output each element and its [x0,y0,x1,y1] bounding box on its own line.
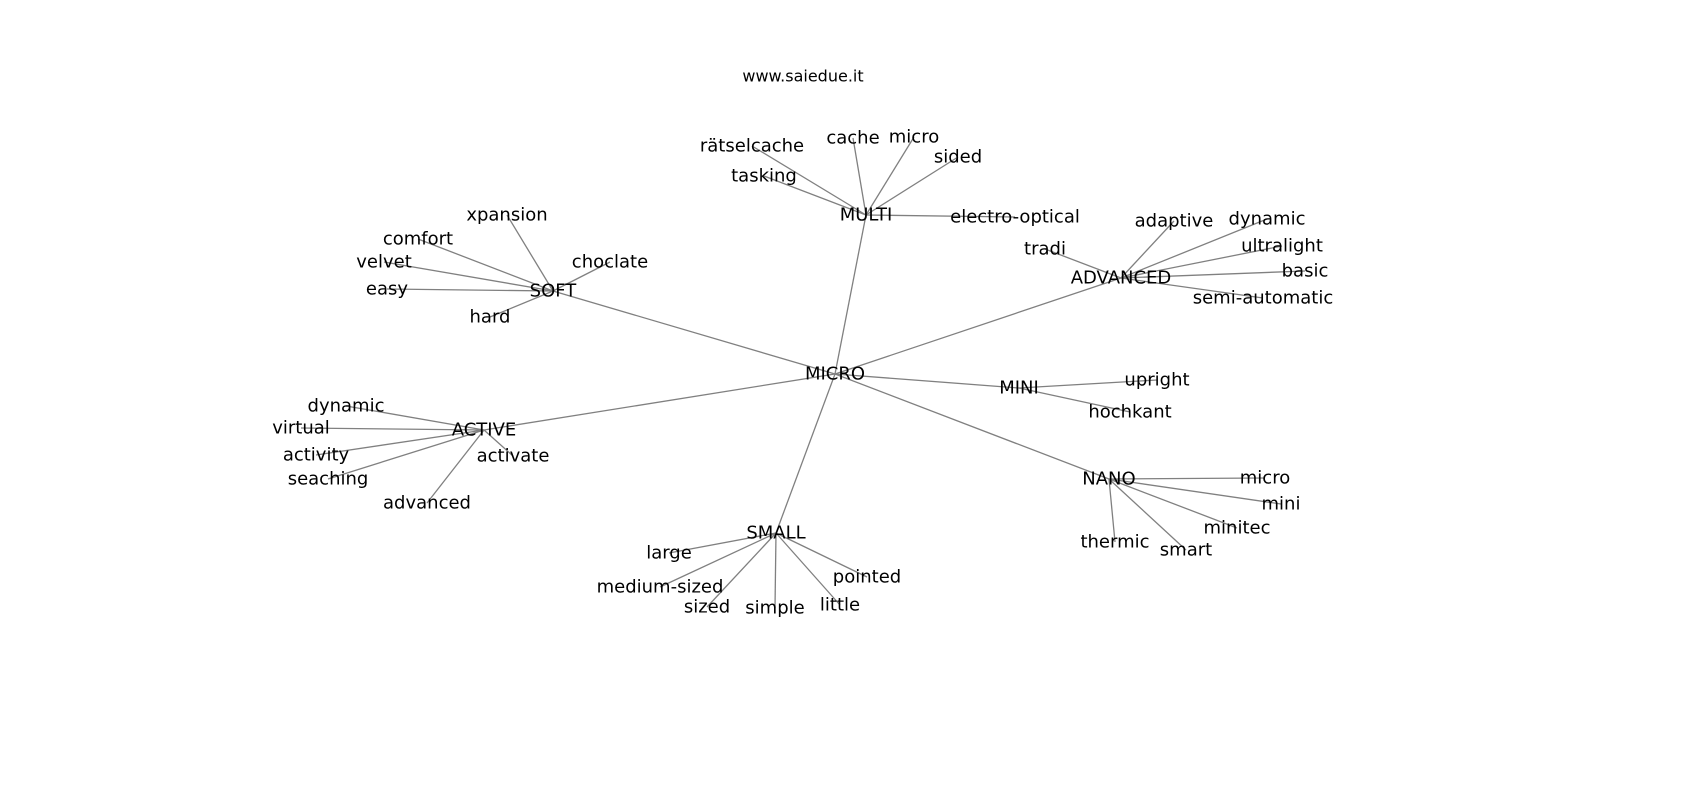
node-label-m-micro: micro [889,127,939,148]
edge-active-ac_advanced [426,429,485,504]
node-label-sm-little: little [820,595,860,616]
node-label-m-raetsel: rätselcache [700,136,804,157]
edge-small-sm_medium [659,532,777,588]
node-label-s-easy: easy [366,279,408,300]
edge-micro_root-mini [834,373,1020,389]
node-label-a-semi: semi-automatic [1193,288,1334,309]
node-label-m-tasking: tasking [731,166,797,187]
edge-soft-s_velvet [383,261,554,292]
node-label-ac-virtual: virtual [272,418,330,439]
node-label-sm-simple: simple [745,598,804,619]
edge-micro_root-soft [552,290,836,375]
node-label-ac-dynamic: dynamic [308,396,385,417]
node-label-a-tradi: tradi [1024,239,1066,260]
edge-advanced-a_dynamic [1120,218,1268,279]
edge-soft-s_comfort [417,238,554,292]
node-label-small: SMALL [746,523,805,544]
node-label-ac-activate: activate [477,446,550,467]
node-label-s-velvet: velvet [356,252,412,273]
node-label-n-micro: micro [1240,468,1290,489]
node-label-s-xpansion: xpansion [466,205,547,226]
edge-active-ac_activity [315,429,485,456]
node-label-mini: MINI [999,378,1039,399]
node-label-s-choclate: choclate [572,252,648,273]
node-label-s-comfort: comfort [383,229,453,250]
edge-micro_root-small [775,373,836,534]
edge-soft-s_choclate [552,261,611,292]
node-label-mi-hochkant: hochkant [1088,402,1171,423]
node-label-sm-pointed: pointed [833,567,901,588]
node-label-mi-upright: upright [1124,370,1189,391]
node-label-a-adaptive: adaptive [1135,211,1214,232]
node-label-ac-seaching: seaching [288,469,369,490]
edge-nano-n_minitec [1108,478,1238,529]
edge-nano-n_thermic [1108,478,1116,543]
node-label-m-sided: sided [934,147,982,168]
node-label-n-smart: smart [1160,540,1212,561]
node-label-s-hard: hard [470,307,511,328]
edge-multi-m_tasking [763,175,867,216]
edge-small-sm_large [668,532,777,554]
node-label-n-mini: mini [1262,494,1301,515]
node-label-a-basic: basic [1282,261,1329,282]
node-label-ac-activity: activity [283,445,350,466]
node-label-advanced: ADVANCED [1071,268,1172,289]
node-label-m-cache: cache [826,128,879,149]
node-label-a-dynamic: dynamic [1229,209,1306,230]
edge-mini-mi_hochkant [1018,387,1131,413]
edge-micro_root-active [483,373,836,431]
edge-nano-n_mini [1108,478,1282,505]
edge-advanced-a_adaptive [1120,220,1175,279]
edge-soft-s_xpansion [506,214,554,292]
node-label-active: ACTIVE [452,420,517,441]
edge-micro_root-advanced [834,277,1122,375]
edge-multi-m_raetsel [751,145,867,216]
edge-advanced-a_basic [1120,270,1306,279]
edge-soft-s_easy [386,288,554,292]
edge-advanced-a_semi [1120,277,1264,299]
node-label-a-ultralight: ultralight [1241,236,1323,257]
edge-active-ac_seaching [327,429,485,480]
node-label-n-minitec: minitec [1204,518,1271,539]
node-label-sm-sized: sized [684,597,730,618]
node-label-micro-root: MICRO [805,364,865,385]
edge-multi-m_sided [865,156,959,216]
edge-mini-mi_upright [1018,379,1158,389]
edge-multi-m_micro [865,136,915,216]
edge-small-sm_simple [774,532,777,609]
node-label-sm-large: large [646,543,692,564]
edge-nano-n_smart [1108,478,1187,551]
edge-micro_root-nano [834,373,1110,480]
edge-multi-m_cache [852,137,867,216]
edge-nano-n_micro [1108,477,1266,480]
node-label-multi: MULTI [840,205,893,226]
node-label-n-thermic: thermic [1080,532,1149,553]
edge-soft-s_hard [489,290,554,318]
edge-micro_root-multi [834,214,867,375]
edge-small-sm_pointed [775,532,868,578]
edge-multi-m_electro [865,214,1016,218]
edge-advanced-a_tradi [1044,248,1122,279]
edge-small-sm_sized [706,532,777,608]
edge-active-ac_virtual [300,427,485,431]
edge-active-ac_dynamic [345,405,485,431]
node-label-soft: SOFT [530,281,578,302]
edge-active-ac_activate [483,429,514,457]
node-label-nano: NANO [1082,469,1135,490]
node-label-ac-advanced: advanced [383,493,471,514]
node-label-m-electro: electro-optical [950,207,1080,228]
edge-small-sm_little [775,532,841,606]
node-label-sm-medium: medium-sized [597,577,724,598]
edge-advanced-a_ultralight [1120,245,1283,279]
diagram-title: www.saiedue.it [742,67,863,86]
edges-layer [300,136,1306,609]
